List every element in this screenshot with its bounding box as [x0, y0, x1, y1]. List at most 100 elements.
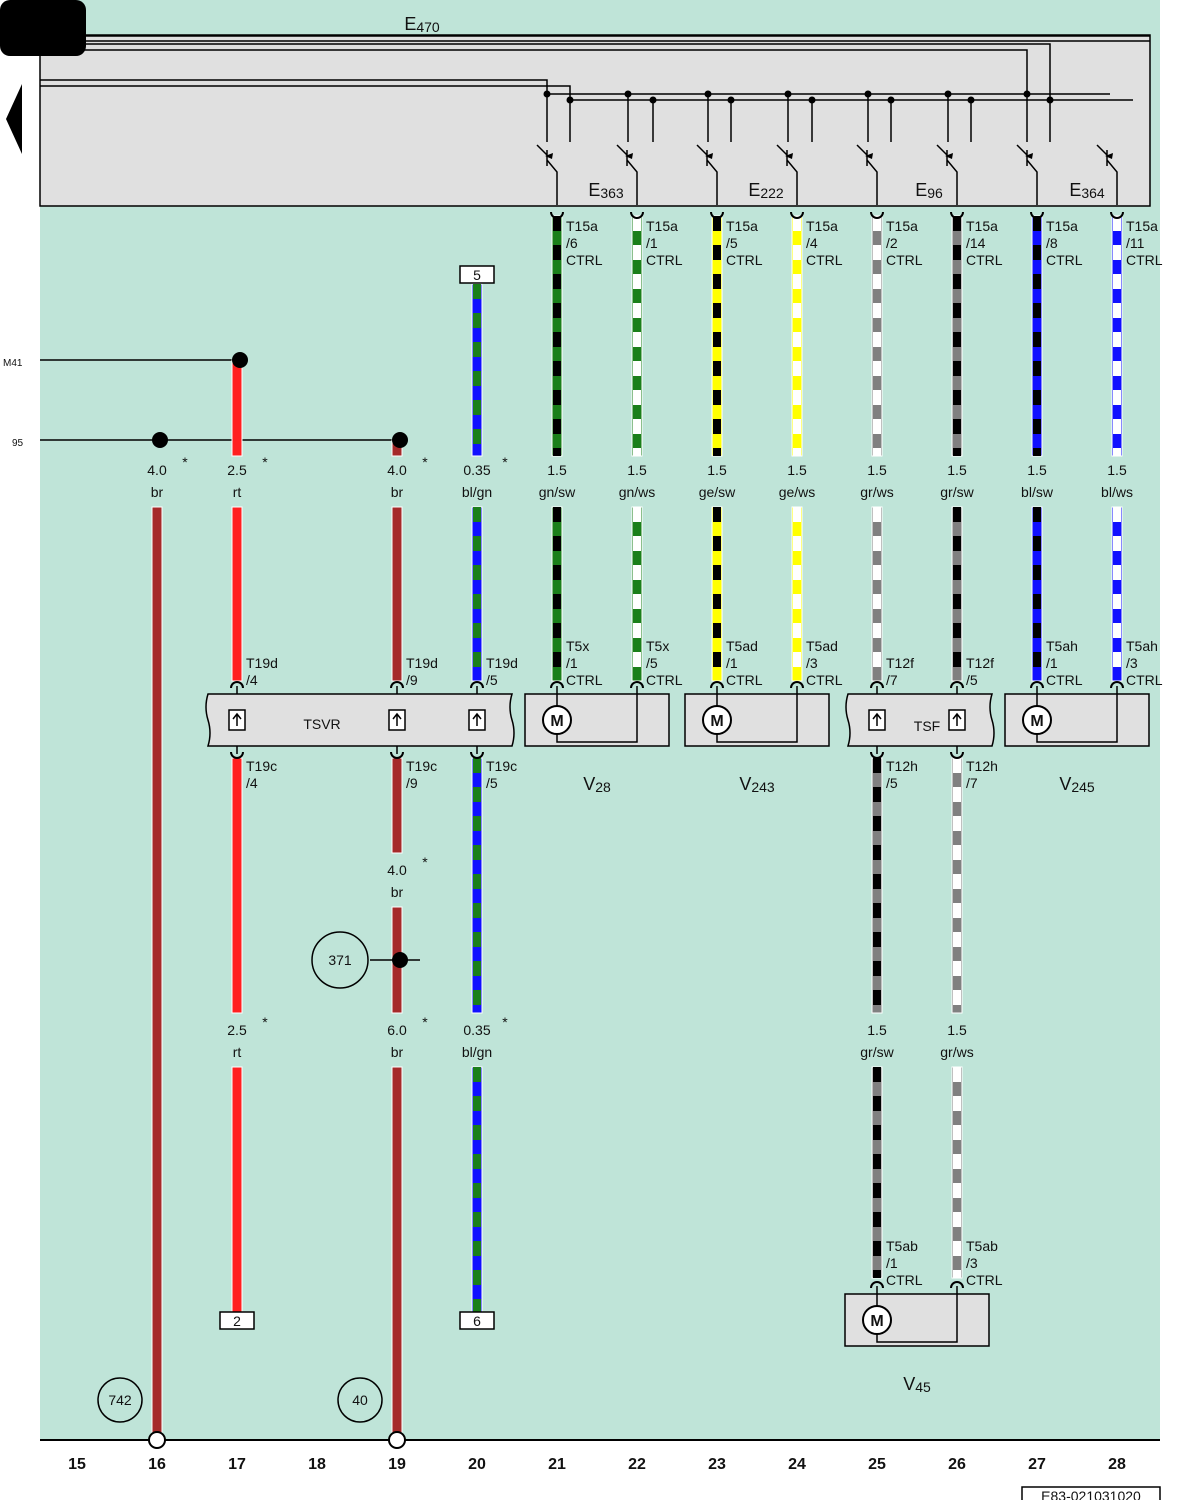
connector-pin: [630, 211, 644, 219]
block-tsvr: [205, 693, 515, 747]
wire-color-label: gr/sw: [940, 484, 974, 500]
pin-number-label: /14: [966, 235, 986, 251]
column-number: 25: [868, 1456, 886, 1473]
pin-tag-label: CTRL: [1046, 672, 1083, 688]
wire-note-star: *: [182, 454, 188, 470]
pin-connector-label: T5ab: [886, 1238, 918, 1254]
connector-pin: [390, 751, 404, 759]
connector-pin: [630, 681, 644, 689]
connector-pin: [950, 211, 964, 219]
pin-connector-label: T19c: [246, 758, 277, 774]
junction-dot: [727, 96, 735, 104]
wire-color-label: gr/ws: [860, 484, 893, 500]
driver-switch-arrow: [545, 153, 553, 159]
wire-size-label: 1.5: [947, 462, 967, 478]
wire-color-label: br: [391, 884, 404, 900]
pin-connector-label: T15a: [726, 218, 758, 234]
pin-tag-label: CTRL: [806, 672, 843, 688]
ref-circle-371: [311, 931, 369, 989]
wire-note-star: *: [422, 854, 428, 870]
pin-number-label: /6: [566, 235, 578, 251]
junction-dot: [624, 90, 632, 98]
wire-note-star: *: [502, 1014, 508, 1030]
motor-label-v243-letter: V: [739, 774, 751, 794]
motor-label-v245: V245: [1059, 774, 1095, 795]
column-number: 19: [388, 1456, 406, 1473]
connector-pin: [870, 1281, 884, 1289]
driver-switch-arrow: [865, 153, 873, 159]
junction-dot: [808, 96, 816, 104]
junction-dot: [887, 96, 895, 104]
wire-color-label: gr/ws: [940, 1044, 973, 1060]
pin-tag-label: CTRL: [646, 672, 683, 688]
driver-switch-symbol: [1016, 144, 1038, 205]
pin-connector-label: T19d: [246, 655, 278, 671]
e470-bus-line: [40, 43, 1051, 100]
module-e470-tab: [0, 0, 86, 56]
wire-size-label: 6.0: [387, 1022, 407, 1038]
pin-connector-label: T15a: [1126, 218, 1158, 234]
ref-circle-40: [337, 1377, 383, 1423]
wire-color-label: rt: [233, 484, 242, 500]
driver-switch-arrow: [1025, 153, 1033, 159]
footer-code: E83-021031020: [1041, 1488, 1141, 1500]
pin-number-label: /5: [966, 672, 978, 688]
driver-switch-symbol: [536, 144, 558, 205]
connector-pin: [230, 681, 244, 689]
wire-col-17: [231, 1066, 243, 1313]
connector-pin: [790, 681, 804, 689]
wire-color-label: br: [151, 484, 164, 500]
junction-dot: [704, 90, 712, 98]
wire-size-label: 1.5: [1027, 462, 1047, 478]
pin-number-label: /4: [246, 672, 258, 688]
motor-label-v28: V28: [583, 774, 611, 795]
connector-box-2-label: 2: [233, 1313, 241, 1329]
wire-size-label: 1.5: [707, 462, 727, 478]
connector-pin: [950, 751, 964, 759]
e470-bus-line: [40, 49, 1028, 94]
switch-label-e222-number: 222: [760, 185, 784, 201]
motor-return-wire: [716, 686, 798, 743]
connector-pin: [1030, 681, 1044, 689]
wire-color-label: bl/sw: [1021, 484, 1054, 500]
switch-label-e96: E96: [915, 180, 943, 201]
tsf-label: TSF: [914, 718, 940, 734]
switch-label-e222: E222: [748, 180, 784, 201]
motor-symbol-letter: M: [550, 713, 563, 730]
column-number: 22: [628, 1456, 646, 1473]
pin-number-label: /7: [886, 672, 898, 688]
module-e470-label: E470: [404, 14, 440, 35]
junction-dot: [784, 90, 792, 98]
module-e470-label-letter: E: [404, 14, 416, 34]
driver-switch-arrow: [625, 153, 633, 159]
switch-label-e364-number: 364: [1081, 185, 1105, 201]
pin-tag-label: CTRL: [726, 252, 763, 268]
pin-tag-label: CTRL: [566, 672, 603, 688]
pin-connector-label: T5ah: [1046, 638, 1078, 654]
junction-dot: [543, 90, 551, 98]
splice-dot: [392, 952, 408, 968]
connector-pin: [870, 681, 884, 689]
motor-symbol-letter: M: [1030, 713, 1043, 730]
pin-connector-label: T15a: [1046, 218, 1078, 234]
driver-switch-symbol: [936, 144, 958, 205]
driver-switch-arrow: [945, 153, 953, 159]
junction-dot: [649, 96, 657, 104]
connector-pin: [550, 211, 564, 219]
wire-note-star: *: [262, 1014, 268, 1030]
motor-label-v28-number: 28: [595, 779, 611, 795]
wire-size-label: 4.0: [387, 462, 407, 478]
motor-symbol-letter: M: [710, 713, 723, 730]
feedthrough-arrow: [232, 712, 242, 726]
motor-return-wire: [876, 1286, 958, 1343]
motor-label-v45: V45: [903, 1374, 931, 1395]
connector-box-5-label: 5: [473, 267, 481, 283]
pin-connector-label: T12f: [886, 655, 914, 671]
pin-number-label: /1: [726, 655, 738, 671]
column-number: 16: [148, 1456, 166, 1473]
module-e470: [39, 34, 1151, 207]
pin-connector-label: T15a: [566, 218, 598, 234]
pin-connector-label: T19c: [406, 758, 437, 774]
pin-number-label: /5: [486, 672, 498, 688]
pin-number-label: /1: [1046, 655, 1058, 671]
